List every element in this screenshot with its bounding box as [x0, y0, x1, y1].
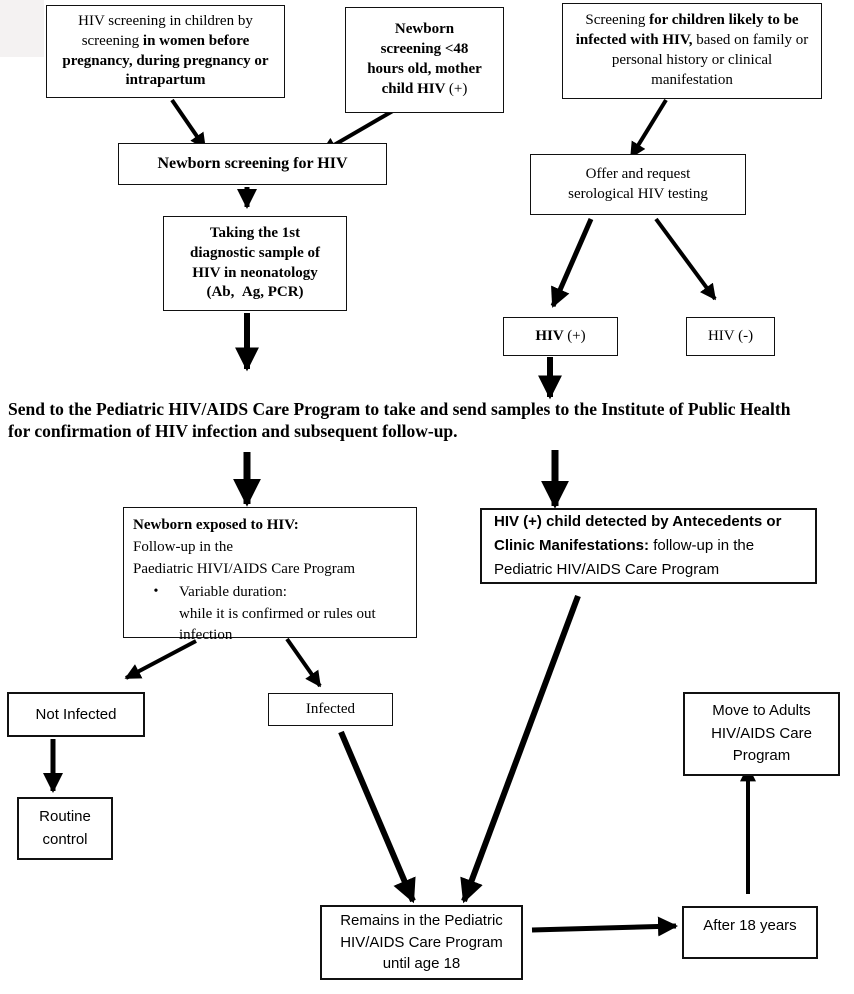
arrow-offer-to-hivneg: [654, 217, 717, 301]
node-text: Not Infected: [35, 705, 117, 723]
node-text: Screening for children likely to be infe…: [575, 12, 809, 88]
send-to-program-note: Send to the Pediatric HIV/AIDS Care Prog…: [8, 399, 791, 441]
node-offer-serological-testing: Offer and request serological HIV testin…: [530, 154, 746, 215]
arrow-women-to-newbornscreen: [170, 98, 207, 150]
node-after-18-years: After 18 years: [682, 906, 818, 959]
node-first-diagnostic-sample: Taking the 1st diagnostic sample of HIV …: [163, 216, 347, 311]
node-remains-pediatric: Remains in the Pediatric HIV/AIDS Care P…: [320, 905, 523, 980]
node-screening-likely-infected: Screening for children likely to be infe…: [562, 3, 822, 99]
bullet-icon: •: [153, 583, 159, 599]
arrow-infected-to-remains: [338, 730, 416, 904]
bullet-text: Variable duration: while it is confirmed…: [179, 583, 376, 644]
node-text: HIV (-): [707, 327, 754, 344]
arrow-detected-to-remains: [460, 594, 581, 904]
node-routine-control: Routine control: [17, 797, 113, 860]
node-text: After 18 years: [703, 917, 797, 934]
node-newborn-screening-hiv: Newborn screening for HIV: [118, 143, 387, 185]
node-text: Follow-up in the: [133, 538, 233, 555]
node-hiv-child-detected: HIV (+) child detected by Antecedents or…: [480, 508, 817, 584]
bullet-item: • Variable duration: while it is confirm…: [133, 582, 407, 648]
node-text: Newborn screening <48 hours old, mother …: [367, 21, 482, 97]
node-text: Infected: [305, 700, 356, 717]
node-newborn-under-48h: Newborn screening <48 hours old, mother …: [345, 7, 504, 113]
node-screening-in-women: HIV screening in children by screening i…: [46, 5, 285, 98]
node-not-infected: Not Infected: [7, 692, 145, 737]
node-text: Remains in the Pediatric HIV/AIDS Care P…: [340, 911, 503, 973]
node-text: Routine control: [39, 808, 91, 848]
node-text: Taking the 1st diagnostic sample of HIV …: [189, 224, 320, 301]
node-text: Offer and request serological HIV testin…: [568, 165, 708, 202]
node-text: Paediatric HIVI/AIDS Care Program: [133, 560, 356, 577]
node-newborn-exposed: Newborn exposed to HIV: Follow-up in the…: [123, 507, 417, 643]
node-text: HIV (+) child detected by Antecedents or…: [494, 513, 782, 578]
corner-shading: [0, 0, 44, 57]
node-text: HIV screening in children by screening i…: [62, 12, 269, 89]
node-infected: Infected: [268, 693, 393, 726]
node-hiv-negative: HIV (-): [686, 317, 775, 356]
arrow-likely-to-offer: [629, 98, 668, 159]
node-hiv-positive: HIV (+): [503, 317, 618, 356]
node-text: Newborn screening for HIV: [157, 155, 348, 173]
node-text: Move to Adults HIV/AIDS Care Program: [711, 702, 812, 765]
arrow-offer-to-hivpos: [550, 217, 594, 308]
node-text: HIV (+): [535, 327, 586, 344]
arrow-remains-to-after18: [531, 916, 678, 937]
node-title: Newborn exposed to HIV:: [133, 517, 299, 533]
node-move-to-adults: Move to Adults HIV/AIDS Care Program: [683, 692, 840, 776]
